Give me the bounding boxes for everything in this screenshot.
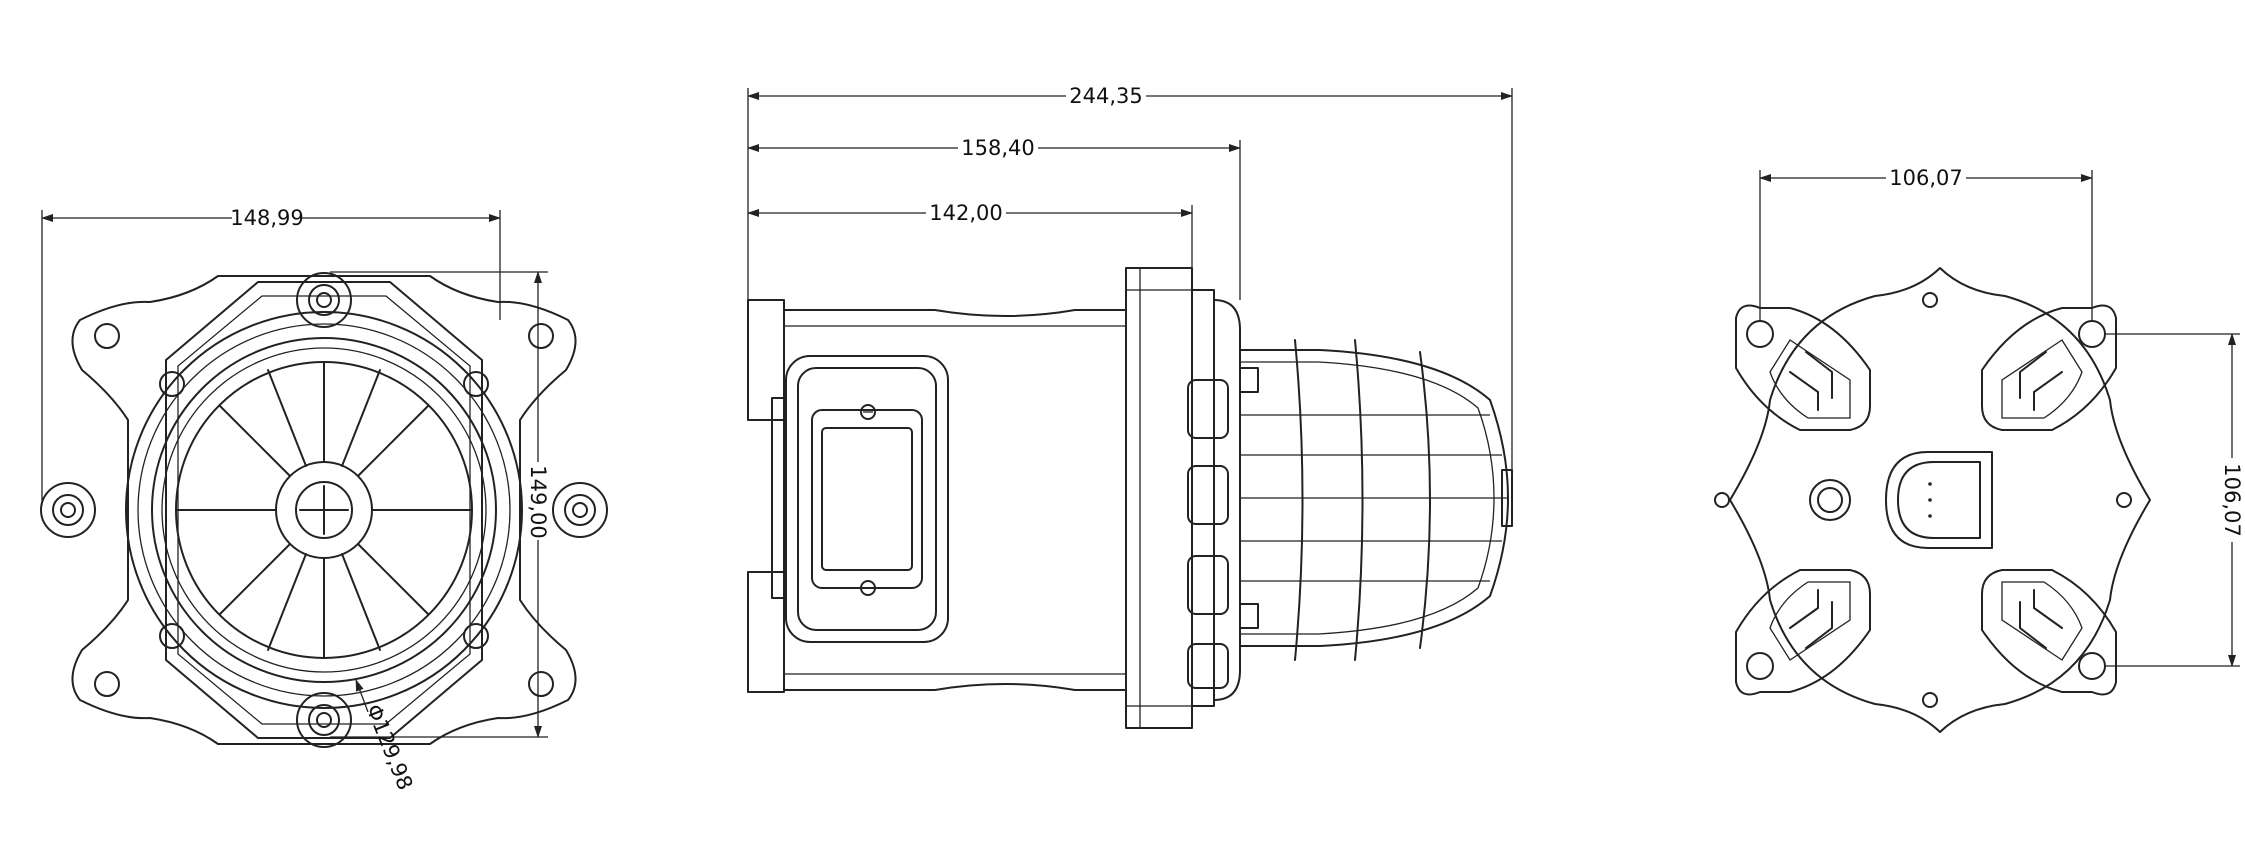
side-cage-rib-3 [1419,351,1431,649]
rear-hole-left [1714,492,1730,508]
front-body-octagon [165,281,483,739]
front-bolts [40,272,608,748]
dim-front-width: 148,99 [230,206,303,230]
rear-cable-gland [1809,479,1851,521]
side-junction-box [785,355,949,643]
rear-hole-bottom [1922,692,1938,708]
front-center-hub [275,461,373,559]
dim-rear-vertical: 106,07 [2220,463,2244,536]
rear-hole-right [2116,492,2132,508]
ear-hole-tl [94,323,120,349]
side-box-hinge [771,397,787,599]
rear-foot-bl [1735,569,1871,696]
side-lamp-ring [1213,299,1241,701]
side-flange [1125,267,1193,729]
ear-hole-br [528,671,554,697]
rear-hole-top [1922,292,1938,308]
side-cage-rib-1 [1294,339,1304,661]
ear-hole-bl [94,671,120,697]
side-cage-tip [1501,469,1513,527]
ear-hole-tr [528,323,554,349]
front-view: 148,99 149,00 Φ129,98 [40,204,608,793]
side-cage-rib-2 [1354,339,1364,661]
dim-side-body: 142,00 [929,201,1002,225]
dim-side-mid: 158,40 [961,136,1034,160]
dim-side-total: 244,35 [1069,84,1142,108]
rear-center-boss [1885,451,1993,549]
dim-front-height: 149,00 [526,465,550,538]
rear-view: 106,07 106,07 [1714,164,2244,733]
front-outer-ring [125,311,523,709]
rear-foot-tl [1735,304,1871,431]
dim-rear-horizontal: 106,07 [1889,166,1962,190]
side-rear-boss-bottom [747,571,785,693]
rear-base-plate [1729,267,2151,733]
side-view: 244,35 158,40 142,00 [747,82,1513,729]
dim-front-diameter: Φ129,98 [361,701,417,793]
front-spokes [175,361,473,659]
side-rear-boss-top [747,299,785,421]
